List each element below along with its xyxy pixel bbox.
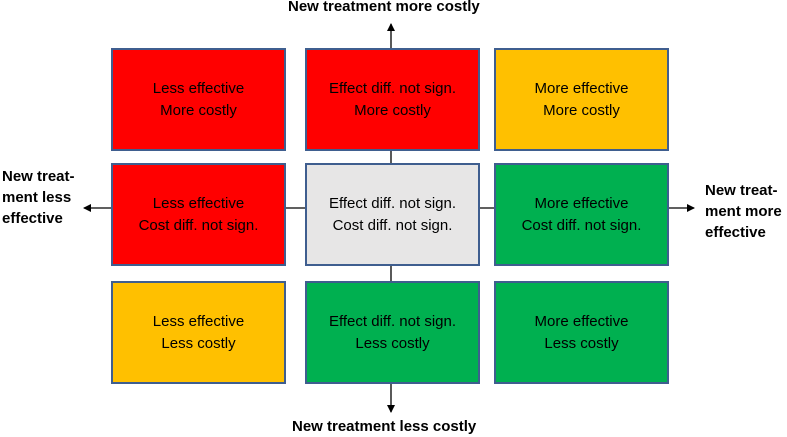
cell-line-2: Less costly [544,334,619,352]
cell-line-1: More effective [534,79,629,97]
axis-label-left-line-3: effective [2,210,63,227]
cell-line-2: Cost diff. not sign. [521,216,642,234]
cell-effect-not-sign-cost-not-sign: Effect diff. not sign. Cost diff. not si… [305,163,480,266]
cell-effect-not-sign-more-costly: Effect diff. not sign. More costly [305,48,480,151]
cell-line-1: Less effective [152,312,245,330]
axis-label-left-line-2: ment less [2,189,72,206]
cell-line-1: Less effective [152,79,245,97]
cell-line-2: Less costly [161,334,236,352]
cell-line-2: More costly [354,101,431,119]
cell-line-2: Cost diff. not sign. [332,216,453,234]
cell-more-effective-more-costly: More effective More costly [494,48,669,151]
axis-label-right-line-3: effective [705,224,766,241]
cell-line-1: Less effective [152,194,245,212]
cell-line-2: Cost diff. not sign. [138,216,259,234]
axis-label-right-line-1: New treat- [705,182,778,199]
cell-more-effective-less-costly: More effective Less costly [494,281,669,384]
cell-effect-not-sign-less-costly: Effect diff. not sign. Less costly [305,281,480,384]
axis-label-left: New treat- ment less effective [2,166,75,229]
cell-line-1: Effect diff. not sign. [328,79,457,97]
cell-line-2: More costly [160,101,237,119]
cell-less-effective-more-costly: Less effective More costly [111,48,286,151]
cell-line-2: More costly [543,101,620,119]
cell-line-1: Effect diff. not sign. [328,312,457,330]
axis-label-left-line-1: New treat- [2,168,75,185]
axis-label-top: New treatment more costly [288,0,480,15]
cell-line-1: Effect diff. not sign. [328,194,457,212]
axis-label-right: New treat- ment more effective [705,180,782,243]
cell-less-effective-cost-not-sign: Less effective Cost diff. not sign. [111,163,286,266]
axis-label-bottom: New treatment less costly [292,418,477,435]
cell-less-effective-less-costly: Less effective Less costly [111,281,286,384]
cell-line-2: Less costly [355,334,430,352]
cell-line-1: More effective [534,194,629,212]
cell-line-1: More effective [534,312,629,330]
cell-more-effective-cost-not-sign: More effective Cost diff. not sign. [494,163,669,266]
axis-label-right-line-2: ment more [705,203,782,220]
